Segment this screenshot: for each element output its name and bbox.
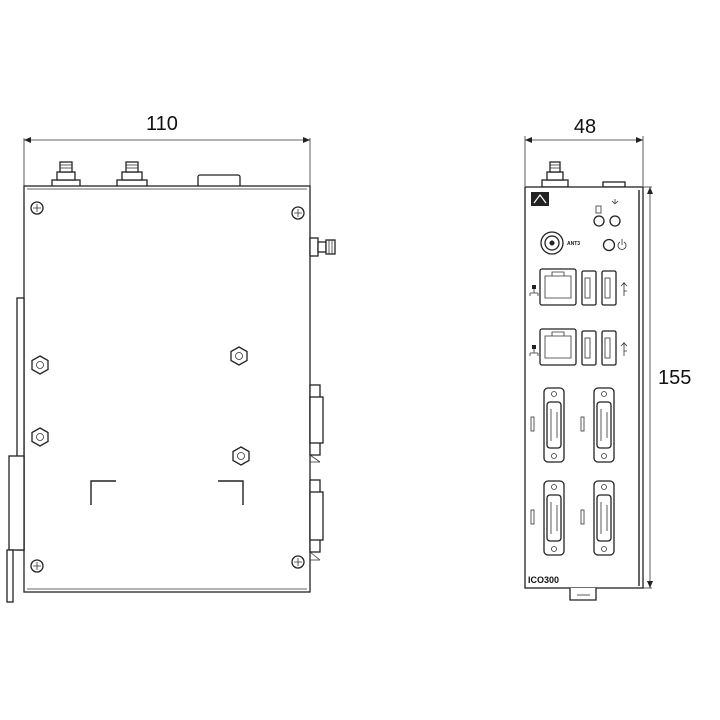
din-rail-clip: [569, 588, 597, 601]
brand-logo-icon: [531, 192, 549, 206]
usb-ports-1: [581, 270, 628, 306]
com-port-1: [530, 387, 565, 463]
power-icon: [617, 239, 627, 250]
led-hdd-icon: [593, 215, 605, 227]
screw-icon: [30, 201, 44, 215]
slot-mark-left: [90, 480, 116, 505]
power-button[interactable]: [602, 238, 627, 252]
screw-icon: [291, 206, 305, 220]
usb-icon: [620, 282, 628, 296]
side-right-connector-2: [309, 479, 324, 561]
front-top-antenna: [541, 161, 626, 188]
com-port-2: [580, 387, 615, 463]
led-power-icon: [609, 215, 621, 227]
hex-nut-icon: [31, 355, 49, 375]
lan-port-1: [529, 268, 577, 306]
lan-port-2: [529, 328, 577, 366]
side-left-bracket: [6, 297, 25, 603]
front-view: 48 155: [524, 116, 691, 601]
screw-icon: [291, 555, 305, 569]
network-icon: [529, 285, 539, 296]
hex-nut-icon: [230, 346, 248, 366]
dimension-155-label: 155: [658, 367, 691, 389]
side-top-antenna-1: [51, 161, 81, 188]
screw-icon: [30, 559, 44, 573]
side-top-antenna-2: [116, 161, 148, 188]
dimension-side-width: 110: [23, 113, 311, 186]
com-port-4: [580, 480, 615, 556]
slot-mark-right: [218, 480, 244, 505]
side-body: [23, 185, 311, 593]
dimension-front-width: 48: [524, 116, 644, 186]
usb-icon: [620, 342, 628, 356]
usb-ports-2: [581, 330, 628, 366]
side-view: 110: [6, 113, 336, 603]
side-right-connector-1: [309, 384, 324, 463]
side-corner-screws: [30, 201, 305, 573]
dimension-height: 155: [643, 186, 691, 589]
side-top-port: [197, 174, 241, 188]
side-hex-standoffs: [31, 346, 250, 466]
hex-nut-icon: [31, 427, 49, 447]
dimension-110-label: 110: [146, 113, 178, 135]
network-icon: [529, 345, 539, 356]
side-right-antenna: [309, 237, 336, 257]
hex-nut-icon: [232, 446, 250, 466]
front-antenna-jack: ANT3: [540, 231, 580, 255]
model-label: ICO300: [528, 575, 559, 585]
status-leds: [593, 199, 621, 227]
dimension-48-label: 48: [574, 116, 596, 138]
com-port-3: [530, 480, 565, 556]
antenna-label: ANT3: [567, 241, 580, 247]
